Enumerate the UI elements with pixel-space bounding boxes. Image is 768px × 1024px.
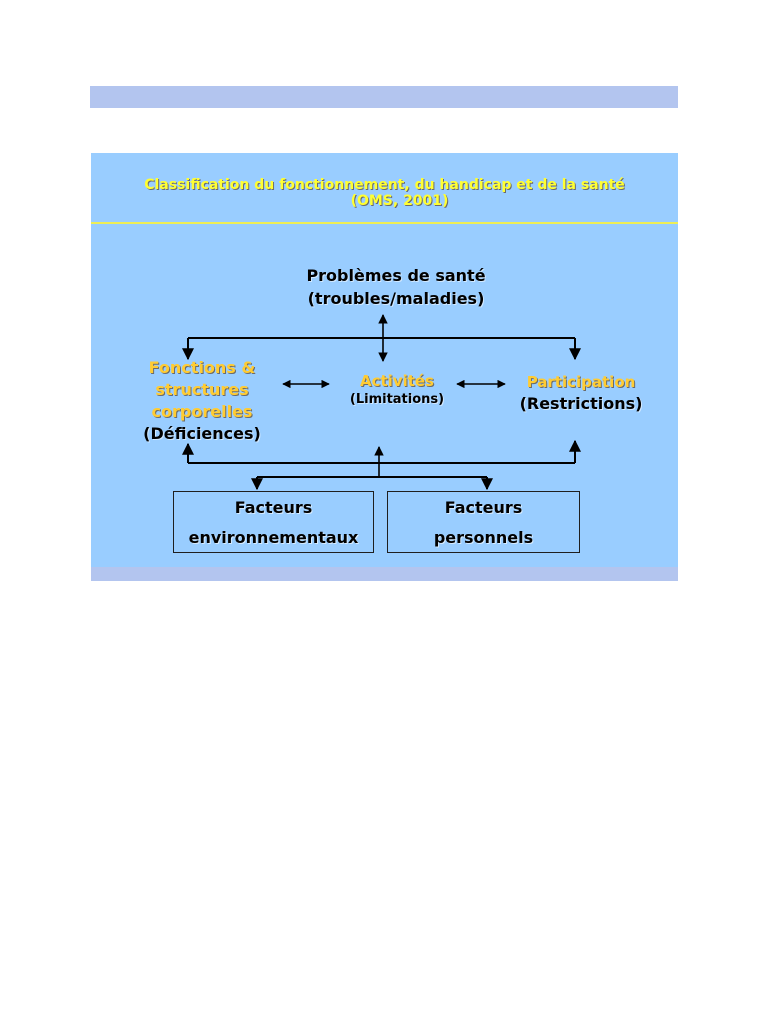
environmental-factors-box: Facteurs environnementaux [173, 491, 374, 553]
participation-label: Participation [526, 373, 636, 391]
environmental-factors-label: Facteurs [234, 498, 313, 517]
connector-arrows [182, 314, 581, 491]
bottom-decorative-band [91, 567, 678, 581]
personal-factors-label: Facteurs [444, 498, 523, 517]
participation-node: Participation (Restrictions) [505, 371, 657, 415]
icf-slide: Classification du fonctionnement, du han… [91, 153, 678, 581]
activities-node: Activités (Limitations) [327, 371, 467, 409]
body-functions-label-3: corporelles [151, 402, 253, 421]
slide-title-line2: (OMS, 2001) [350, 193, 449, 209]
slide-title-line1: Classification du fonctionnement, du han… [144, 177, 625, 193]
body-functions-label-2: structures [155, 380, 249, 399]
personal-factors-box: Facteurs personnels [387, 491, 580, 553]
health-problems-node: Problèmes de santé (troubles/maladies) [261, 264, 531, 310]
personal-factors-sublabel: personnels [433, 528, 534, 547]
health-problems-sublabel: (troubles/maladies) [307, 289, 485, 308]
body-functions-sublabel: (Déficiences) [143, 424, 261, 443]
participation-sublabel: (Restrictions) [519, 394, 643, 413]
activities-sublabel: (Limitations) [349, 392, 445, 407]
body-functions-label-1: Fonctions & [148, 358, 256, 377]
top-decorative-band [90, 86, 678, 108]
environmental-factors-sublabel: environnementaux [188, 528, 359, 547]
slide-title: Classification du fonctionnement, du han… [91, 177, 678, 209]
activities-label: Activités [359, 372, 434, 390]
health-problems-label: Problèmes de santé [306, 266, 486, 285]
title-divider [91, 222, 678, 224]
body-functions-node: Fonctions & structures corporelles (Défi… [121, 357, 283, 445]
